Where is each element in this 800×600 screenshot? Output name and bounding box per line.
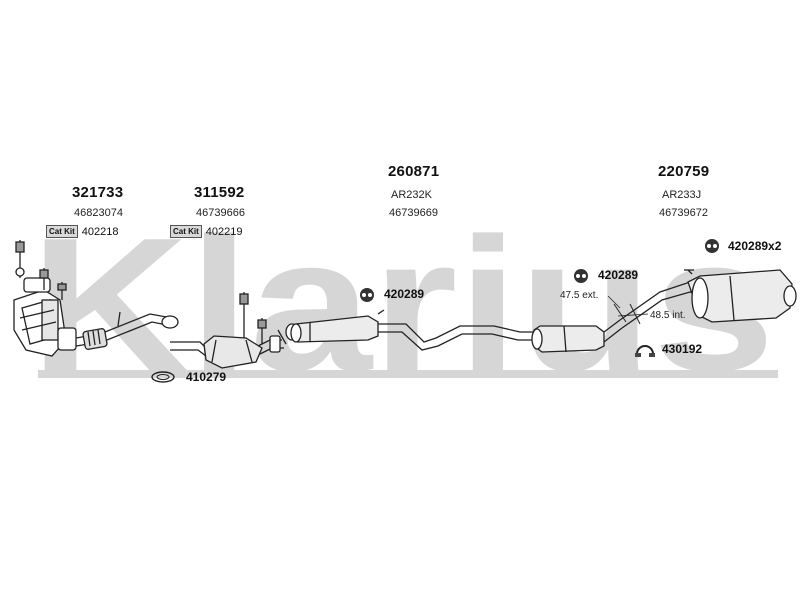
code-middle-silencer: AR232K (391, 189, 432, 201)
second-catalyst (170, 292, 287, 369)
watermark-bar (38, 370, 778, 378)
cat-kit-number: 402219 (205, 225, 243, 238)
rubber-mount-icon (705, 239, 719, 253)
part-number-manifold-catalyst: 321733 (72, 184, 124, 201)
watermark: Klarius (30, 199, 778, 411)
middle-silencer (285, 309, 536, 351)
watermark-text: Klarius (30, 199, 775, 411)
pipe-clamp-icon (635, 345, 655, 357)
part-number-second-catalyst: 311592 (194, 184, 245, 201)
manifold-catalyst (13, 240, 77, 357)
cat-kit-tag: Cat Kit (46, 225, 78, 238)
dimension-ext: 47.5 ext. (560, 290, 599, 301)
dimension-int: 48.5 int. (650, 310, 686, 321)
second-middle-silencer (531, 319, 623, 353)
cat-kit-manifold-catalyst: Cat Kit 402218 (46, 225, 119, 238)
callout-mount-rear-pair: 420289x2 (728, 239, 782, 253)
rubber-mount-icon (574, 269, 588, 283)
oe-number-middle-silencer: 46739669 (389, 207, 438, 219)
cat-kit-tag: Cat Kit (170, 225, 202, 238)
rubber-mount-icon (360, 288, 374, 302)
rear-silencer (684, 269, 797, 323)
ring-gasket-icon (151, 371, 175, 383)
oe-number-rear-silencer: 46739672 (659, 207, 708, 219)
callout-clamp: 430192 (662, 342, 703, 356)
callout-gasket: 410279 (186, 370, 227, 384)
callout-mount-mid: 420289 (384, 287, 425, 301)
oe-number-second-catalyst: 46739666 (196, 207, 245, 219)
part-number-rear-silencer: 220759 (658, 163, 710, 180)
callout-mount-rear: 420289 (598, 268, 639, 282)
oe-number-manifold-catalyst: 46823074 (74, 207, 123, 219)
part-number-middle-silencer: 260871 (388, 163, 440, 180)
cat-kit-number: 402218 (81, 225, 119, 238)
front-pipe (75, 311, 179, 350)
code-rear-silencer: AR233J (662, 189, 702, 201)
cat-kit-second-catalyst: Cat Kit 402219 (170, 225, 243, 238)
